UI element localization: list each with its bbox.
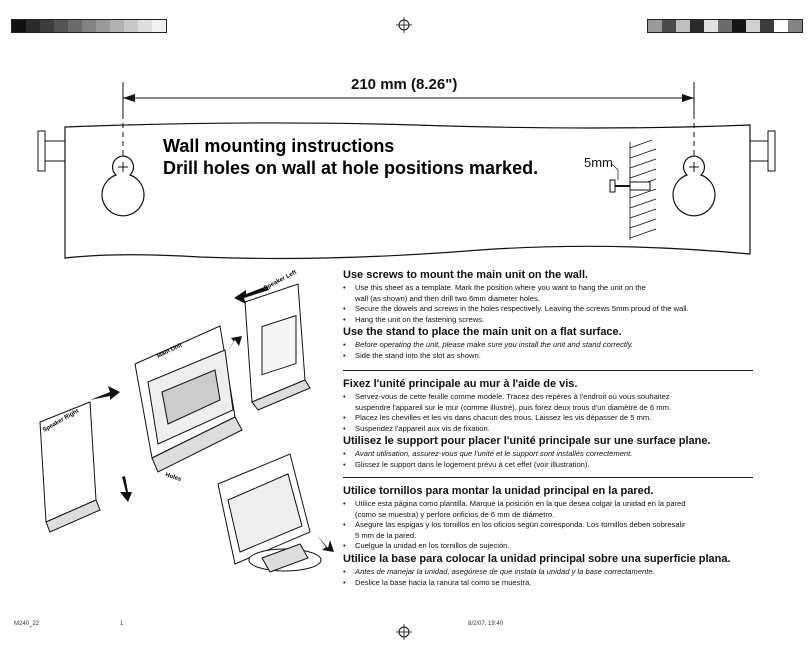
section-heading: Utilisez le support pour placer l'unité … xyxy=(343,435,711,448)
calibration-swatch xyxy=(788,20,802,32)
list-item: Servez-vous de cette feuille comme modèl… xyxy=(343,392,753,403)
calibration-swatch xyxy=(774,20,788,32)
instructions-french: Fixez l'unité principale au mur à l'aide… xyxy=(343,377,753,471)
calibration-swatch xyxy=(676,20,690,32)
list-item: Use this sheet as a template. Mark the p… xyxy=(343,283,753,294)
list-item: Glissez le support dans le logement prév… xyxy=(343,460,753,471)
title-line-1: Wall mounting instructions xyxy=(163,136,395,156)
section-list: Antes de manejar la unidad, asegúrese de… xyxy=(343,567,753,588)
divider xyxy=(343,370,753,371)
list-item: Deslice la base hacia la ranura tal como… xyxy=(343,578,753,589)
page-title: Wall mounting instructions Drill holes o… xyxy=(163,135,538,179)
screw-protrusion-label: 5mm xyxy=(584,155,613,170)
calibration-swatch xyxy=(690,20,704,32)
calibration-swatch xyxy=(40,20,54,32)
list-item: Side the stand into the slot as shown. xyxy=(343,351,753,362)
section-heading: Use screws to mount the main unit on the… xyxy=(343,269,589,281)
color-calibration-bar-left xyxy=(11,19,167,33)
wall-template-graphic xyxy=(37,82,776,260)
calibration-swatch xyxy=(746,20,760,32)
list-item: Asegure las espigas y los tornillos en l… xyxy=(343,520,753,531)
calibration-swatch xyxy=(138,20,152,32)
calibration-swatch xyxy=(704,20,718,32)
color-calibration-bar-right xyxy=(647,19,803,33)
calibration-swatch xyxy=(82,20,96,32)
instructions-spanish: Utilice tornillos para montar la unidad … xyxy=(343,484,753,588)
list-item: Avant utilisation, assurez-vous que l'un… xyxy=(343,449,753,460)
calibration-swatch xyxy=(152,20,166,32)
calibration-swatch xyxy=(662,20,676,32)
dimension-label: 210 mm (8.26") xyxy=(351,76,458,93)
list-item: Antes de manejar la unidad, asegúrese de… xyxy=(343,567,753,578)
list-item: Suspendez l'appareil aux vis de fixation… xyxy=(343,424,753,435)
footer-date: 8/2/07, 19:40 xyxy=(468,621,504,627)
calibration-swatch xyxy=(124,20,138,32)
footer-page: 1 xyxy=(120,621,124,627)
calibration-swatch xyxy=(648,20,662,32)
calibration-swatch xyxy=(96,20,110,32)
list-item: 5 mm de la pared. xyxy=(355,530,417,540)
calibration-swatch xyxy=(718,20,732,32)
calibration-swatch xyxy=(68,20,82,32)
device-assembly-illustration: Speaker Left Main Unit Speaker Right Hol… xyxy=(39,270,334,573)
registration-mark-top xyxy=(396,17,412,33)
list-item: (como se muestra) y perfore orificios de… xyxy=(355,509,555,519)
calibration-swatch xyxy=(760,20,774,32)
list-item: Placez les chevilles et les vis dans cha… xyxy=(343,413,753,424)
section-heading: Utilice tornillos para montar la unidad … xyxy=(343,485,654,497)
calibration-swatch xyxy=(12,20,26,32)
section-list: Use this sheet as a template. Mark the p… xyxy=(343,283,753,325)
section-heading: Use the stand to place the main unit on … xyxy=(343,326,622,339)
list-item: Cuelgue la unidad en los tornillos de su… xyxy=(343,541,753,552)
list-item: Utilice esta página como plantilla. Marq… xyxy=(343,499,753,510)
instructions-english: Use screws to mount the main unit on the… xyxy=(343,268,753,362)
title-line-2: Drill holes on wall at hole positions ma… xyxy=(163,158,539,178)
section-list: Utilice esta página como plantilla. Marq… xyxy=(343,499,753,552)
section-list: Before operating the unit, please make s… xyxy=(343,340,753,361)
label-holes: Holes xyxy=(164,472,182,483)
section-heading: Utilice la base para colocar la unidad p… xyxy=(343,552,731,565)
registration-mark-bottom xyxy=(396,624,412,640)
divider xyxy=(343,477,753,478)
calibration-swatch xyxy=(110,20,124,32)
list-item: suspendre l'appareil sur le mur (comme i… xyxy=(355,402,672,412)
section-list: Servez-vous de cette feuille comme modèl… xyxy=(343,392,753,434)
footer-code: M240_22 xyxy=(14,621,40,627)
list-item: Hang the unit on the fastening screws. xyxy=(343,315,753,326)
calibration-swatch xyxy=(732,20,746,32)
list-item: Before operating the unit, please make s… xyxy=(343,340,753,351)
section-list: Avant utilisation, assurez-vous que l'un… xyxy=(343,449,753,470)
calibration-swatch xyxy=(26,20,40,32)
list-item: wall (as shown) and then drill two 6mm d… xyxy=(355,293,540,303)
calibration-swatch xyxy=(54,20,68,32)
list-item: Secure the dowels and screws in the hole… xyxy=(343,304,753,315)
section-heading: Fixez l'unité principale au mur à l'aide… xyxy=(343,378,578,390)
